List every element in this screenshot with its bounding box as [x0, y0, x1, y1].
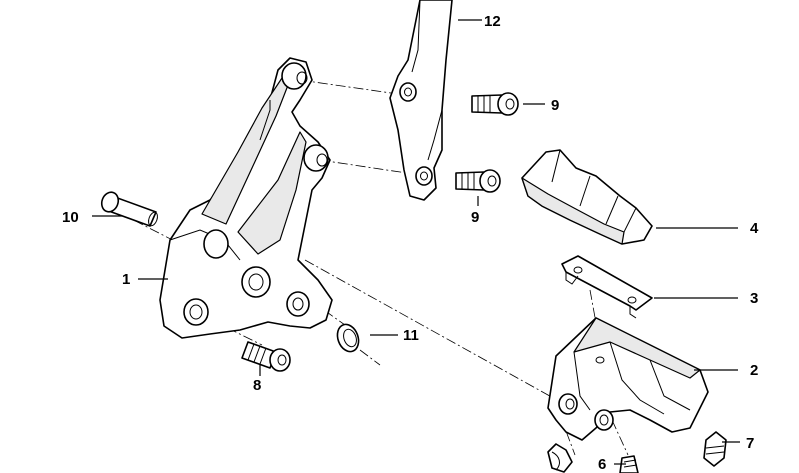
part-4-footpeg-rubber — [521, 149, 653, 245]
callout-4: 4 — [750, 220, 759, 237]
part-3-plate — [561, 255, 653, 319]
part-7-screw — [703, 431, 727, 467]
part-10-pin — [100, 191, 158, 227]
part-9-bolt-lower — [455, 169, 501, 193]
callout-10: 10 — [62, 209, 79, 226]
callout-9-upper: 9 — [551, 97, 559, 114]
callout-1: 1 — [122, 271, 130, 288]
callout-7: 7 — [746, 435, 754, 452]
callout-3: 3 — [750, 290, 758, 307]
part-12-bracket — [389, 0, 453, 201]
part-1-footrest-bracket — [159, 57, 333, 339]
part-6-screw — [619, 455, 639, 473]
callout-9-lower: 9 — [471, 209, 479, 226]
callout-11: 11 — [403, 327, 419, 344]
callout-8: 8 — [253, 377, 261, 394]
callout-6: 6 — [598, 456, 606, 473]
part-9-bolt-upper — [471, 92, 519, 116]
callout-2: 2 — [750, 362, 758, 379]
part-8-bolt — [241, 341, 291, 372]
callout-12: 12 — [484, 13, 501, 30]
leader-lines — [92, 19, 740, 465]
callout-numbers: 12 9 9 10 4 1 3 11 2 8 7 6 — [62, 13, 759, 473]
part-2-footpeg — [547, 317, 709, 473]
part-11-circlip — [336, 323, 360, 353]
